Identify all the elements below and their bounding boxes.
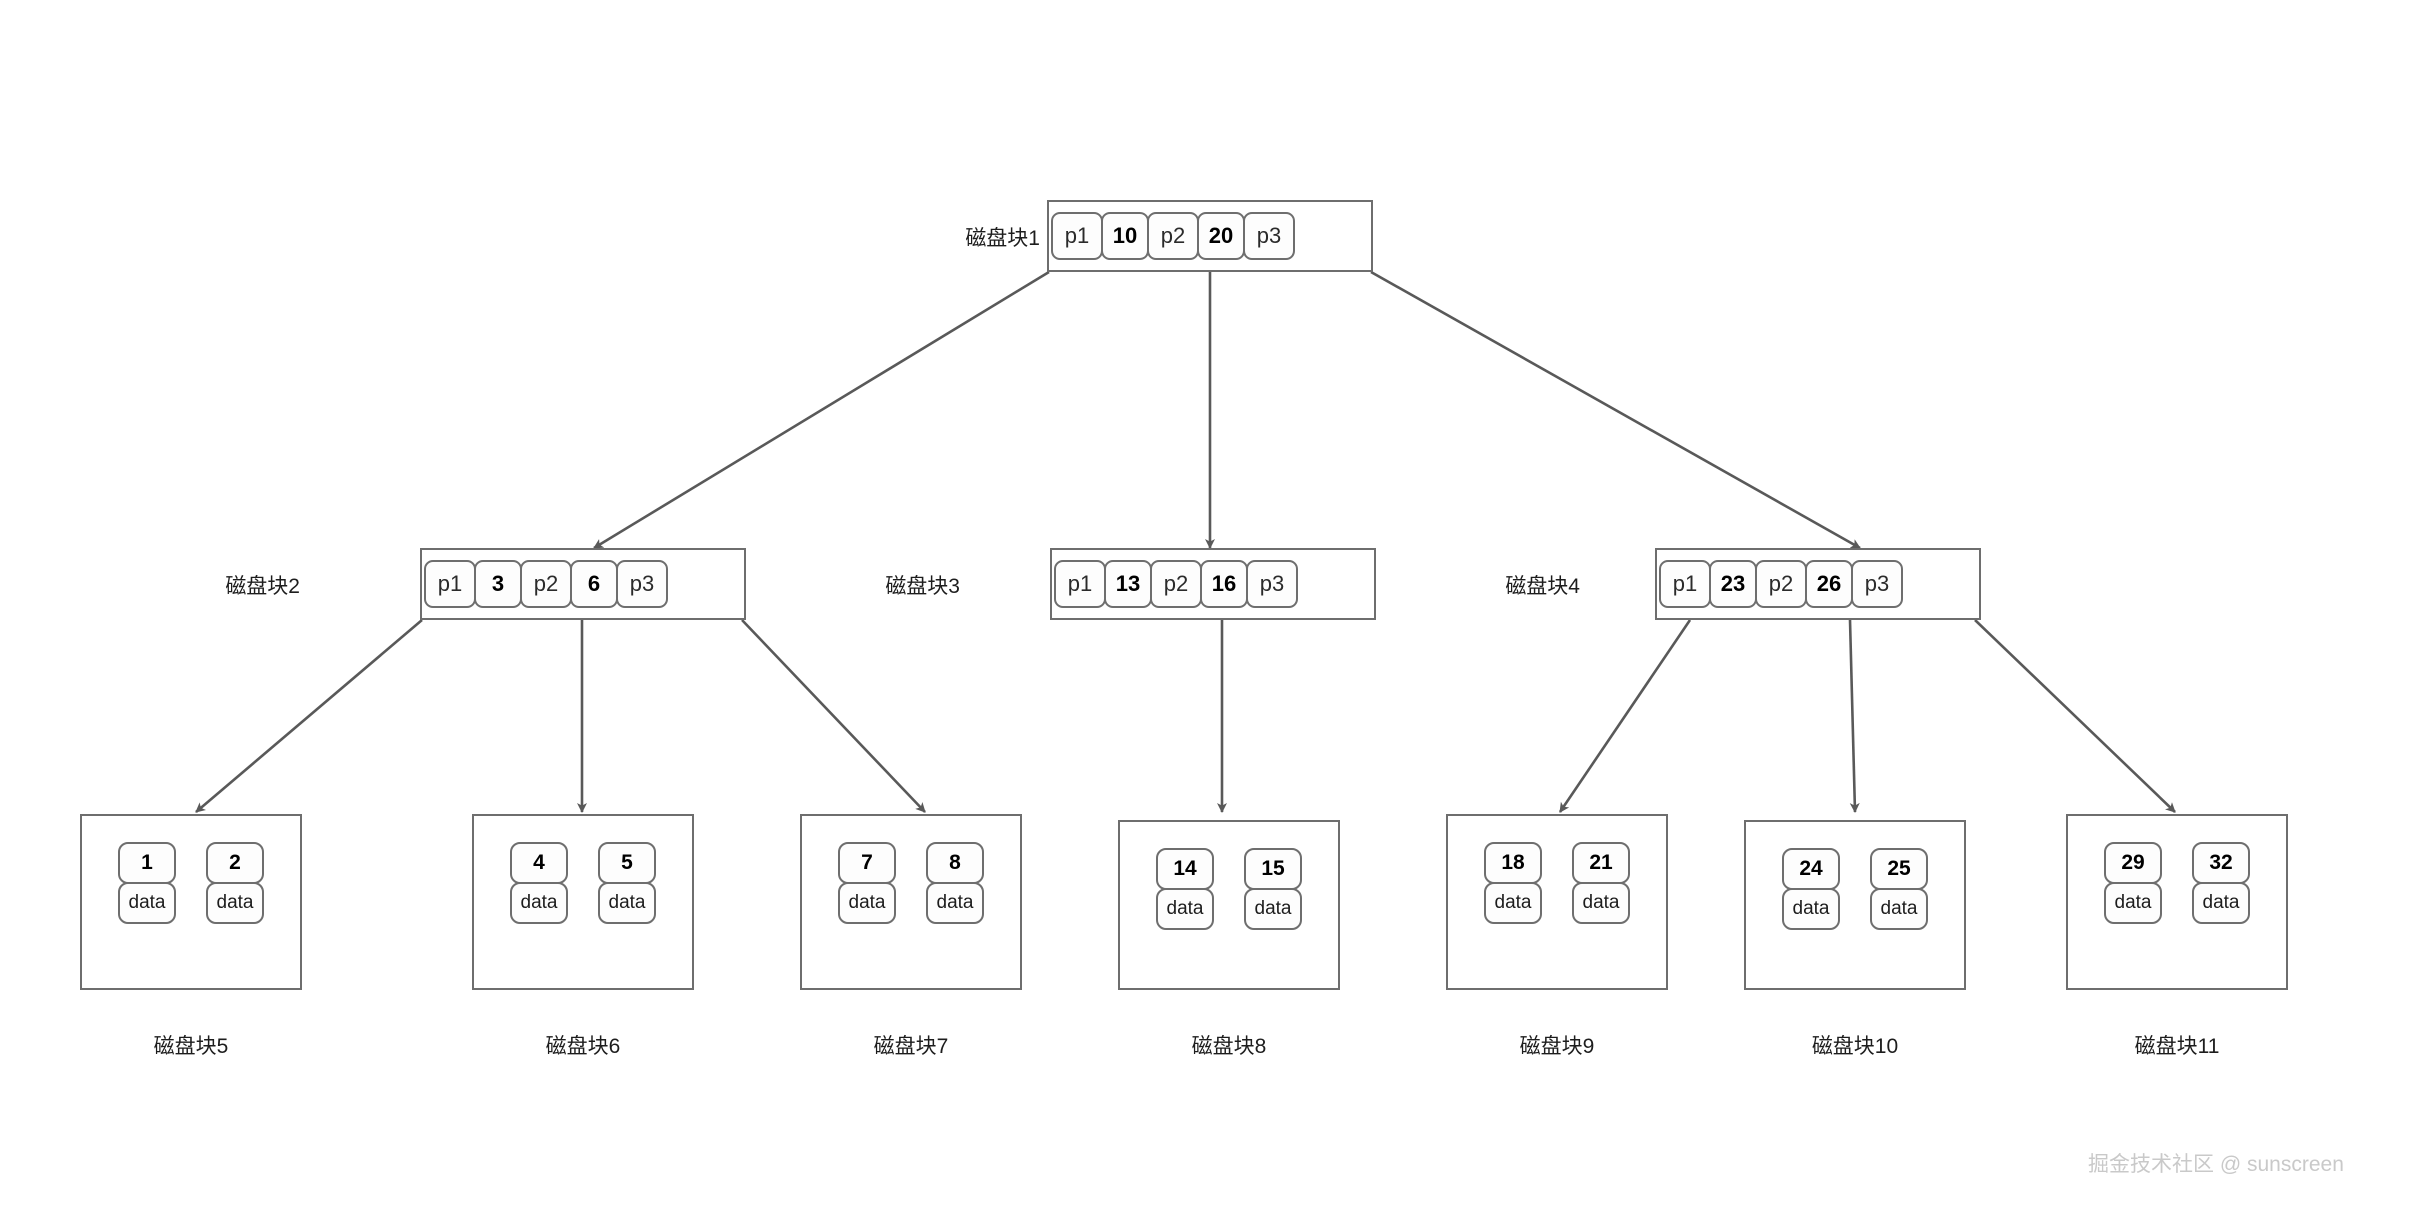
leaf-key[interactable]: 15 [1244, 848, 1302, 890]
node-block2[interactable]: p1 3 p2 6 p3 [420, 548, 746, 620]
leaf-entries-block11: 29 data 32 data [2068, 816, 2286, 988]
leaf-data[interactable]: data [1156, 888, 1214, 930]
node-block1[interactable]: p1 10 p2 20 p3 [1047, 200, 1373, 272]
edge-block2-p1-block5 [195, 619, 423, 813]
edge-block4-p2-block10 [1848, 619, 1860, 813]
leaf-caption-block10: 磁盘块10 [1811, 1035, 1899, 1058]
leaf-key[interactable]: 21 [1572, 842, 1630, 884]
leaf-entries-block10: 24 data 25 data [1746, 822, 1964, 988]
leaf-data[interactable]: data [598, 882, 656, 924]
cell-block1-p3[interactable]: p3 [1243, 212, 1295, 260]
leaf-caption-block8: 磁盘块8 [1191, 1035, 1267, 1058]
leaf-data[interactable]: data [2104, 882, 2162, 924]
leaf-data[interactable]: data [118, 882, 176, 924]
edge-block4-p1-block9 [1558, 619, 1692, 813]
leaf-key[interactable]: 1 [118, 842, 176, 884]
leaf-key[interactable]: 24 [1782, 848, 1840, 890]
cell-block3-p3[interactable]: p3 [1246, 560, 1298, 608]
leaf-entry[interactable]: 1 data [118, 842, 176, 924]
leaf-entry[interactable]: 29 data [2104, 842, 2162, 924]
cell-block4-key1[interactable]: 23 [1709, 560, 1757, 608]
cell-block2-p3[interactable]: p3 [616, 560, 668, 608]
leaf-key[interactable]: 18 [1484, 842, 1542, 884]
node-block11[interactable]: 29 data 32 data [2066, 814, 2288, 990]
node-block5[interactable]: 1 data 2 data [80, 814, 302, 990]
leaf-data[interactable]: data [510, 882, 568, 924]
leaf-caption-block5: 磁盘块5 [153, 1035, 229, 1058]
leaf-key[interactable]: 32 [2192, 842, 2250, 884]
node-label-block4: 磁盘块4 [1505, 575, 1580, 598]
leaf-key[interactable]: 29 [2104, 842, 2162, 884]
leaf-entries-block8: 14 data 15 data [1120, 822, 1338, 988]
leaf-entry[interactable]: 8 data [926, 842, 984, 924]
node-block10[interactable]: 24 data 25 data [1744, 820, 1966, 990]
cell-block1-key1[interactable]: 10 [1101, 212, 1149, 260]
leaf-caption-block7: 磁盘块7 [873, 1035, 949, 1058]
leaf-data[interactable]: data [2192, 882, 2250, 924]
cell-block3-key2[interactable]: 16 [1200, 560, 1248, 608]
leaf-data[interactable]: data [1870, 888, 1928, 930]
node-label-block3: 磁盘块3 [885, 575, 960, 598]
cell-block4-key2[interactable]: 26 [1805, 560, 1853, 608]
cell-block3-p1[interactable]: p1 [1054, 560, 1106, 608]
leaf-data[interactable]: data [1484, 882, 1542, 924]
leaf-caption-block11: 磁盘块11 [2134, 1035, 2220, 1058]
leaf-entry[interactable]: 7 data [838, 842, 896, 924]
edge-block2-p3-block7 [741, 619, 926, 813]
cell-block1-key2[interactable]: 20 [1197, 212, 1245, 260]
cell-block3-p2[interactable]: p2 [1150, 560, 1202, 608]
leaf-caption-block9: 磁盘块9 [1519, 1035, 1595, 1058]
leaf-key[interactable]: 14 [1156, 848, 1214, 890]
watermark: 掘金技术社区 @ sunscreen [2088, 1153, 2344, 1176]
leaf-data[interactable]: data [1244, 888, 1302, 930]
cell-block2-p2[interactable]: p2 [520, 560, 572, 608]
leaf-entries-block5: 1 data 2 data [82, 816, 300, 988]
leaf-data[interactable]: data [1572, 882, 1630, 924]
leaf-entries-block6: 4 data 5 data [474, 816, 692, 988]
node-block7[interactable]: 7 data 8 data [800, 814, 1022, 990]
cell-block2-key2[interactable]: 6 [570, 560, 618, 608]
leaf-key[interactable]: 7 [838, 842, 896, 884]
node-label-block1: 磁盘块1 [965, 227, 1040, 250]
edge-block4-p3-block11 [1974, 619, 2176, 813]
leaf-entry[interactable]: 15 data [1244, 848, 1302, 930]
leaf-entry[interactable]: 5 data [598, 842, 656, 924]
cell-block1-p1[interactable]: p1 [1051, 212, 1103, 260]
leaf-key[interactable]: 8 [926, 842, 984, 884]
node-block3[interactable]: p1 13 p2 16 p3 [1050, 548, 1376, 620]
cell-block2-key1[interactable]: 3 [474, 560, 522, 608]
leaf-entries-block7: 7 data 8 data [802, 816, 1020, 988]
cell-block1-p2[interactable]: p2 [1147, 212, 1199, 260]
leaf-data[interactable]: data [1782, 888, 1840, 930]
leaf-data[interactable]: data [206, 882, 264, 924]
leaf-key[interactable]: 25 [1870, 848, 1928, 890]
leaf-entry[interactable]: 14 data [1156, 848, 1214, 930]
leaf-entries-block9: 18 data 21 data [1448, 816, 1666, 988]
cell-block4-p2[interactable]: p2 [1755, 560, 1807, 608]
leaf-data[interactable]: data [838, 882, 896, 924]
node-block6[interactable]: 4 data 5 data [472, 814, 694, 990]
leaf-entry[interactable]: 21 data [1572, 842, 1630, 924]
leaf-entry[interactable]: 18 data [1484, 842, 1542, 924]
leaf-entry[interactable]: 32 data [2192, 842, 2250, 924]
leaf-key[interactable]: 5 [598, 842, 656, 884]
node-label-block2: 磁盘块2 [225, 575, 300, 598]
cell-block4-p3[interactable]: p3 [1851, 560, 1903, 608]
cell-block4-p1[interactable]: p1 [1659, 560, 1711, 608]
leaf-entry[interactable]: 2 data [206, 842, 264, 924]
leaf-entry[interactable]: 4 data [510, 842, 568, 924]
leaf-entry[interactable]: 24 data [1782, 848, 1840, 930]
leaf-data[interactable]: data [926, 882, 984, 924]
node-block8[interactable]: 14 data 15 data [1118, 820, 1340, 990]
cell-block2-p1[interactable]: p1 [424, 560, 476, 608]
node-block4[interactable]: p1 23 p2 26 p3 [1655, 548, 1981, 620]
leaf-entry[interactable]: 25 data [1870, 848, 1928, 930]
edge-block1-p1-block2 [593, 270, 1050, 550]
cell-block3-key1[interactable]: 13 [1104, 560, 1152, 608]
leaf-key[interactable]: 4 [510, 842, 568, 884]
leaf-key[interactable]: 2 [206, 842, 264, 884]
edge-block1-p3-block4 [1370, 270, 1861, 550]
node-block9[interactable]: 18 data 21 data [1446, 814, 1668, 990]
leaf-caption-block6: 磁盘块6 [545, 1035, 621, 1058]
